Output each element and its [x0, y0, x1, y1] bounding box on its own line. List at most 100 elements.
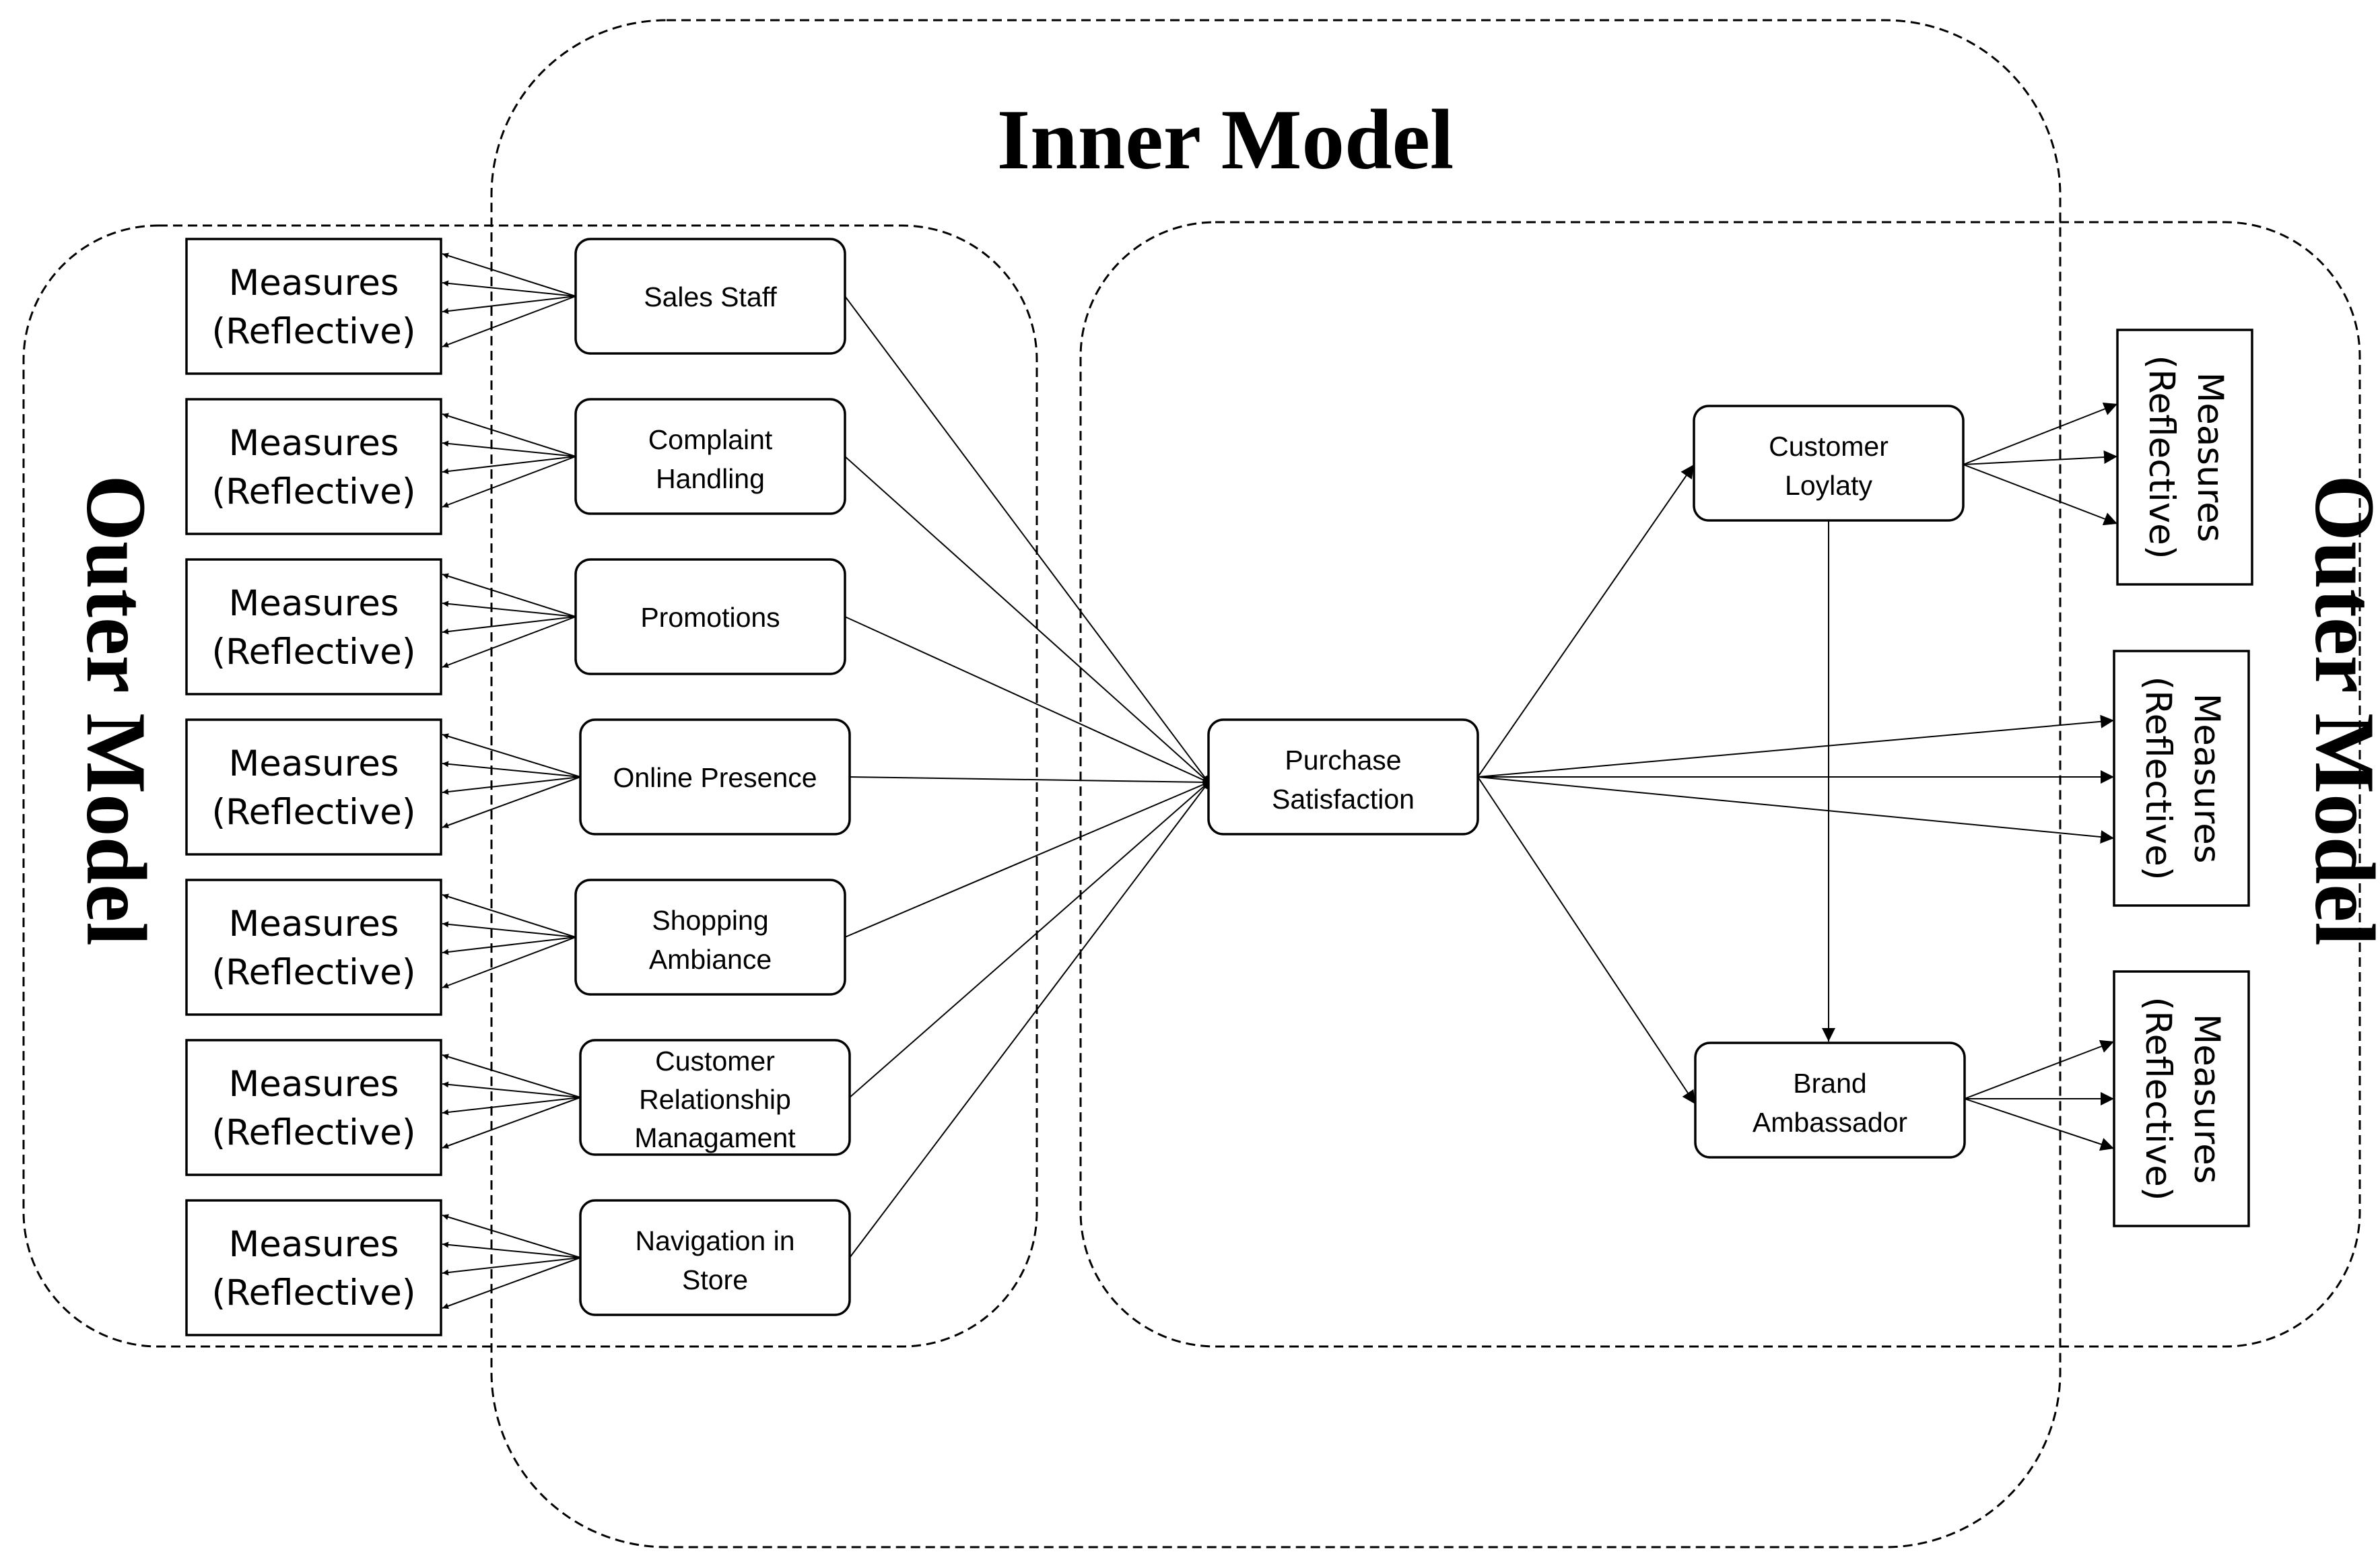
measure-arrow-left-5-3 — [442, 1097, 581, 1149]
path-to-purchase-satisfaction-1 — [844, 456, 1209, 783]
svg-text:Purchase: Purchase — [1285, 745, 1401, 776]
path-to-purchase-satisfaction-2 — [844, 616, 1209, 783]
measure-arrow-left-2-0 — [442, 573, 576, 617]
measure-arrow-ambassador-2 — [1964, 1098, 2115, 1151]
node-sales-staff: Sales Staff — [574, 238, 846, 355]
svg-text:(Reflective): (Reflective) — [2141, 355, 2182, 559]
svg-text:Ambassador: Ambassador — [1753, 1107, 1907, 1138]
measure-arrow-satisfaction-2 — [1477, 776, 2115, 844]
svg-text:Promotions: Promotions — [640, 602, 780, 633]
svg-text:Measures: Measures — [229, 1064, 399, 1105]
measure-arrow-loyalty-2 — [1963, 464, 2118, 526]
svg-text:Sales Staff: Sales Staff — [644, 281, 777, 312]
measure-arrow-left-3-1 — [442, 761, 581, 778]
measure-arrow-left-4-0 — [442, 893, 576, 938]
measure-arrow-loyalty-0 — [1963, 403, 2118, 465]
svg-text:Customer: Customer — [655, 1046, 775, 1077]
svg-text:Online Presence: Online Presence — [613, 762, 817, 793]
svg-text:Shopping: Shopping — [652, 905, 768, 936]
svg-text:Measures: Measures — [229, 423, 399, 464]
node-brand-ambassador: Brand Ambassador — [1694, 1042, 1966, 1159]
node-customer-relationship-management: Customer Relationship Managament — [579, 1039, 851, 1156]
svg-text:Brand: Brand — [1793, 1068, 1866, 1099]
measures-box-purchase-satisfaction: Measures (Reflective) — [2113, 650, 2250, 907]
svg-text:(Reflective): (Reflective) — [211, 632, 415, 673]
measure-arrow-left-6-2 — [442, 1257, 581, 1276]
svg-text:Ambiance: Ambiance — [649, 944, 772, 975]
svg-text:(Reflective): (Reflective) — [211, 311, 415, 352]
measure-arrow-left-1-3 — [442, 456, 576, 508]
measure-arrow-left-0-0 — [442, 252, 576, 297]
outer-model-region-right — [1079, 221, 2361, 1348]
measure-arrow-left-1-1 — [442, 440, 576, 457]
measure-arrow-left-0-3 — [442, 296, 576, 348]
svg-text:Store: Store — [682, 1264, 748, 1295]
outer-model-region-left — [22, 224, 1038, 1348]
measures-box-sales-staff: Measures (Reflective) — [185, 238, 442, 375]
measure-arrow-left-4-1 — [442, 921, 576, 938]
path-to-purchase-satisfaction-6 — [849, 782, 1209, 1258]
measure-arrow-satisfaction-0 — [1477, 714, 2115, 778]
svg-text:Navigation in: Navigation in — [635, 1225, 794, 1256]
path-ps-to-loyalty — [1477, 464, 1695, 778]
path-to-purchase-satisfaction-5 — [849, 782, 1209, 1098]
path-to-purchase-satisfaction-4 — [844, 782, 1209, 938]
node-shopping-ambiance: Shopping Ambiance — [574, 879, 846, 996]
measure-arrow-left-5-1 — [442, 1081, 581, 1098]
svg-text:(Reflective): (Reflective) — [211, 471, 415, 512]
svg-text:(Reflective): (Reflective) — [2138, 996, 2179, 1200]
svg-text:Measures: Measures — [229, 904, 399, 945]
measure-arrow-left-3-2 — [442, 776, 581, 795]
measure-arrow-left-6-0 — [442, 1214, 581, 1258]
measure-arrow-left-0-2 — [442, 296, 576, 314]
svg-text:Managament: Managament — [634, 1122, 796, 1153]
path-ps-to-ambassador — [1477, 776, 1696, 1105]
inner-model-title: Inner Model — [997, 93, 1454, 187]
measure-arrow-left-3-3 — [442, 776, 581, 829]
measures-box-promotions: Measures (Reflective) — [185, 558, 442, 695]
measure-arrow-left-2-1 — [442, 601, 576, 617]
inner-model-region — [490, 19, 2062, 1548]
svg-text:Measures: Measures — [2186, 693, 2227, 864]
svg-text:Customer: Customer — [1769, 431, 1889, 462]
measure-arrow-left-6-1 — [442, 1241, 581, 1258]
path-to-purchase-satisfaction-3 — [849, 776, 1209, 783]
measures-box-complaint-handling: Measures (Reflective) — [185, 398, 442, 535]
measures-box-online-presence: Measures (Reflective) — [185, 718, 442, 856]
measures-box-customer-loyalty: Measures (Reflective) — [2116, 329, 2253, 586]
node-promotions: Promotions — [574, 558, 846, 675]
node-complaint-handling: Complaint Handling — [574, 398, 846, 515]
measure-arrow-left-3-0 — [442, 733, 581, 778]
svg-text:Complaint: Complaint — [648, 424, 773, 455]
connections — [442, 252, 2118, 1309]
node-customer-loyalty: Customer Loylaty — [1693, 405, 1965, 522]
svg-text:Measures: Measures — [229, 263, 399, 304]
measures-box-shopping-ambiance: Measures (Reflective) — [185, 879, 442, 1016]
svg-text:Measures: Measures — [229, 583, 399, 624]
svg-text:Handling: Handling — [656, 463, 765, 494]
measure-arrow-left-4-2 — [442, 936, 576, 955]
measure-arrow-ambassador-0 — [1964, 1039, 2115, 1099]
path-to-purchase-satisfaction-0 — [844, 296, 1209, 783]
measure-arrow-left-2-2 — [442, 616, 576, 635]
svg-text:Measures: Measures — [229, 1224, 399, 1265]
svg-text:(Reflective): (Reflective) — [211, 792, 415, 833]
measure-arrow-left-1-2 — [442, 456, 576, 475]
svg-text:Satisfaction: Satisfaction — [1272, 784, 1415, 815]
svg-text:Measures: Measures — [2186, 1014, 2227, 1184]
svg-text:Loylaty: Loylaty — [1785, 470, 1872, 501]
node-navigation-in-store: Navigation in Store — [579, 1199, 851, 1316]
svg-text:Relationship: Relationship — [639, 1084, 791, 1115]
svg-text:(Reflective): (Reflective) — [211, 1112, 415, 1153]
node-online-presence: Online Presence — [579, 718, 851, 836]
measure-arrow-left-5-0 — [442, 1054, 581, 1098]
svg-text:Measures: Measures — [2189, 372, 2231, 543]
measures-box-navigation: Measures (Reflective) — [185, 1199, 442, 1336]
node-purchase-satisfaction: Purchase Satisfaction — [1207, 718, 1479, 836]
svg-text:Measures: Measures — [229, 743, 399, 784]
measures-box-brand-ambassador: Measures (Reflective) — [2113, 970, 2250, 1227]
measures-box-customer-relationship: Measures (Reflective) — [185, 1039, 442, 1176]
measure-arrow-left-5-2 — [442, 1097, 581, 1116]
